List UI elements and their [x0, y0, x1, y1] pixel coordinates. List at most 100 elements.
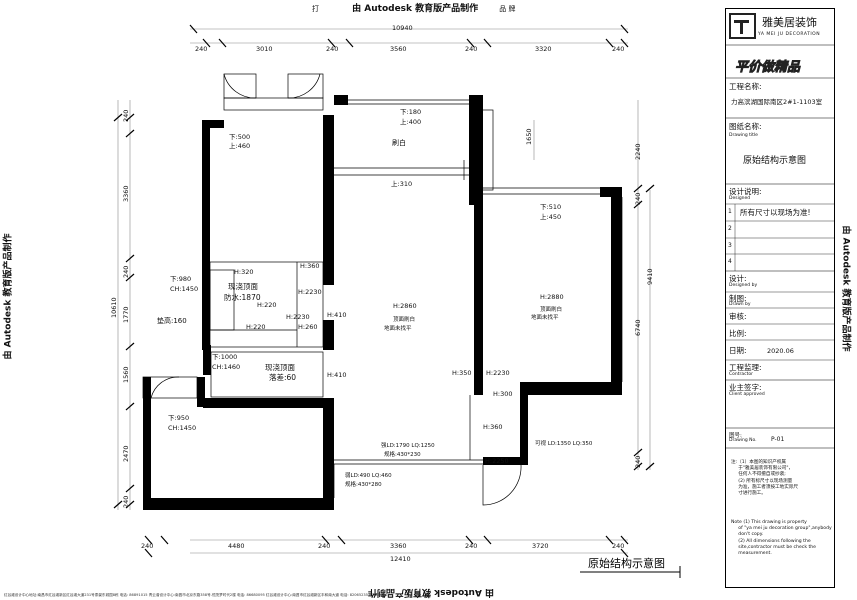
- dim-top-5: 3320: [535, 45, 552, 53]
- dim-bottom-1: 4480: [228, 542, 245, 550]
- drawn-label-en: Drawn by: [729, 302, 751, 307]
- label-cast2: 防水:1870: [224, 292, 261, 302]
- label-w2a: 下:1000: [212, 353, 237, 361]
- label-w3b: CH:1450: [168, 424, 196, 432]
- design-note-label-en: Designed: [729, 196, 751, 201]
- label-h2860: H:2860: [393, 302, 417, 310]
- dim-bottom-5: 3720: [532, 542, 549, 550]
- note-index-4: 4: [728, 258, 732, 265]
- note-line-1: 所有尺寸以现场为准!: [740, 208, 811, 217]
- label-h2250: H:2250: [485, 457, 509, 465]
- dim-bottom-0: 240: [141, 542, 153, 550]
- label-h260: H:260: [298, 323, 317, 331]
- footer-bar: 红谷滩设计中心地址:南昌市红谷滩新区红谷滩大道231号泰豪东城园8栋 电话: 8…: [4, 593, 388, 597]
- label-beam-l1: 下:500: [229, 133, 250, 141]
- footnote-cn: 注:（1）本图的知识产权属 于"雅美居装饰有限公司"， 任何人不得擅自或抄袭; …: [731, 460, 799, 497]
- label-h360b: H:360: [483, 423, 502, 431]
- label-cast1: 现浇顶面: [228, 281, 258, 291]
- plan-annotations: 下:180 上:400 刷白 下:500 上:460 上:310 下:510 上…: [157, 108, 593, 488]
- date-label: 日期:: [729, 346, 747, 355]
- dim-right-2: 6740: [634, 319, 642, 336]
- designer-label-en: Designed by: [729, 283, 758, 288]
- label-beam-r2: 上:450: [540, 212, 561, 221]
- label-h360a: H:360: [300, 262, 319, 270]
- label-w2b: CH:1460: [212, 363, 240, 371]
- label-ceil4: 地面未找平: [531, 313, 559, 321]
- label-h320: H:320: [234, 268, 253, 276]
- label-win2: 可视 LD:1350 LQ:350: [535, 439, 593, 447]
- owner-label: 业主签字:: [729, 383, 762, 392]
- note-index-2: 2: [728, 225, 732, 232]
- drawing-title-label-en: Drawing title: [729, 133, 758, 138]
- dim-bottom-6: 240: [612, 542, 624, 550]
- dim-total-left: 10610: [110, 297, 118, 318]
- scale-label: 比例:: [729, 329, 747, 338]
- dim-left-5: 2470: [122, 445, 130, 462]
- label-h2230a: H:2230: [298, 288, 322, 296]
- dim-right-3: 240: [634, 456, 642, 468]
- dim-left-6: 240: [122, 496, 130, 508]
- dim-total-bottom: 12410: [390, 555, 411, 563]
- dim-right-0: 2240: [634, 143, 642, 160]
- label-h2230b: H:2230: [286, 313, 310, 321]
- floor-plan: 10940 240 3010 240 3560 240 3320 240 240…: [110, 24, 681, 578]
- drawing-title-label: 图纸名称:: [729, 122, 762, 131]
- company-logo: [729, 13, 756, 39]
- drawn-label: 制图:: [729, 294, 747, 303]
- company-name: 雅美居装饰: [762, 16, 817, 29]
- label-win1: 强LD:1790 LQ:1250: [381, 442, 435, 449]
- label-h350: H:350: [452, 369, 471, 377]
- footnote-en: Note (1) This drawing is property of "ya…: [731, 520, 832, 557]
- walls: [143, 95, 622, 510]
- label-ledge: 垫高:160: [157, 316, 187, 325]
- caption-block: 原始结构示意图: [580, 556, 681, 578]
- label-beam-top2: 上:400: [400, 117, 421, 126]
- drawing-no: P-01: [771, 436, 785, 443]
- dim-bottom-4: 240: [465, 542, 477, 550]
- watermark-right: 由 Autodesk 教育版产品制作: [840, 225, 851, 352]
- label-ww1: 下:980: [170, 275, 191, 283]
- label-h410b: H:410: [327, 371, 346, 379]
- dim-total-top: 10940: [392, 24, 413, 32]
- label-h2880: H:2880: [540, 293, 564, 301]
- drawing-title: 原始结构示意图: [743, 156, 807, 166]
- dim-left-3: 1770: [122, 306, 130, 323]
- watermark-top: 打 由 Autodesk 教育版产品制作 品 牌: [312, 4, 516, 14]
- dim-left-2: 240: [122, 266, 130, 278]
- dim-left-4: 1560: [122, 366, 130, 383]
- dim-top-1: 3010: [256, 45, 273, 53]
- dim-top-2: 240: [326, 45, 338, 53]
- label-h410a: H:410: [327, 311, 346, 319]
- dim-total-right: 9410: [646, 268, 654, 285]
- label-ceil3: 顶面刷白: [540, 305, 562, 313]
- dim-bottom-2: 240: [318, 542, 330, 550]
- dim-top-6: 240: [612, 45, 624, 53]
- date-value: 2020.06: [767, 347, 794, 355]
- label-beam-l2: 上:460: [229, 141, 250, 150]
- title-block: 雅美居装饰 YA MEI JU DECORATION 平价做精品 工程名称: 力…: [725, 8, 835, 588]
- dim-bottom-3: 3360: [390, 542, 407, 550]
- drawing-no-label-en: Drawing No.: [729, 438, 757, 443]
- dim-right-1: 240: [634, 193, 642, 205]
- label-win3b: 规格:430*280: [345, 480, 382, 488]
- designer-label: 设计:: [729, 274, 747, 283]
- check-label: 审核:: [729, 312, 747, 321]
- dim-small: 1650: [525, 128, 533, 145]
- label-h2230c: H:2230: [486, 369, 510, 377]
- label-cast4: 落差:60: [269, 372, 296, 382]
- project-label: 工程名称:: [729, 82, 762, 91]
- label-beam-mid: 上:310: [391, 179, 412, 188]
- label-bath-note: 刷白: [392, 138, 406, 147]
- label-h220b: H:220: [246, 323, 265, 331]
- note-index-1: 1: [728, 208, 732, 215]
- supervisor-label-en: Contractor: [729, 372, 753, 377]
- thin-walls: [142, 73, 623, 506]
- label-w3a: 下:950: [168, 414, 189, 422]
- drawing-no-label: 图号:: [729, 433, 742, 439]
- supervisor-label: 工程监理:: [729, 363, 762, 372]
- label-beam-r1: 下:510: [540, 203, 561, 211]
- dim-left-1: 3360: [122, 185, 130, 202]
- label-win3: 弱LD:490 LQ:460: [345, 472, 392, 479]
- label-ww2: CH:1450: [170, 285, 198, 293]
- label-h300: H:300: [493, 390, 512, 398]
